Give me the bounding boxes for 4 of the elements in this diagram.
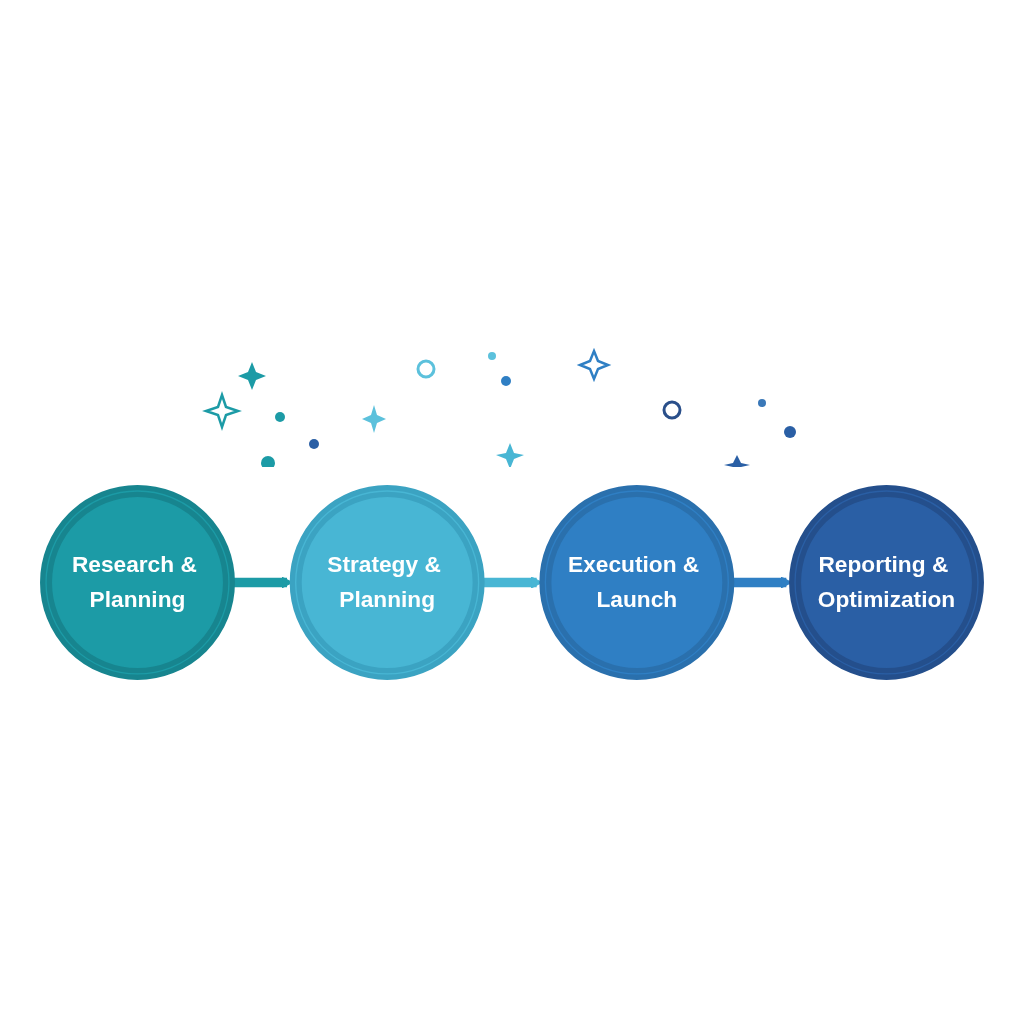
node-circle: Research & Planning: [40, 484, 235, 680]
node-circle: Strategy & Planning: [289, 484, 485, 680]
node-circle: Execution & Launch: [539, 484, 735, 680]
node-circle: Reporting & Optimization: [789, 484, 984, 680]
